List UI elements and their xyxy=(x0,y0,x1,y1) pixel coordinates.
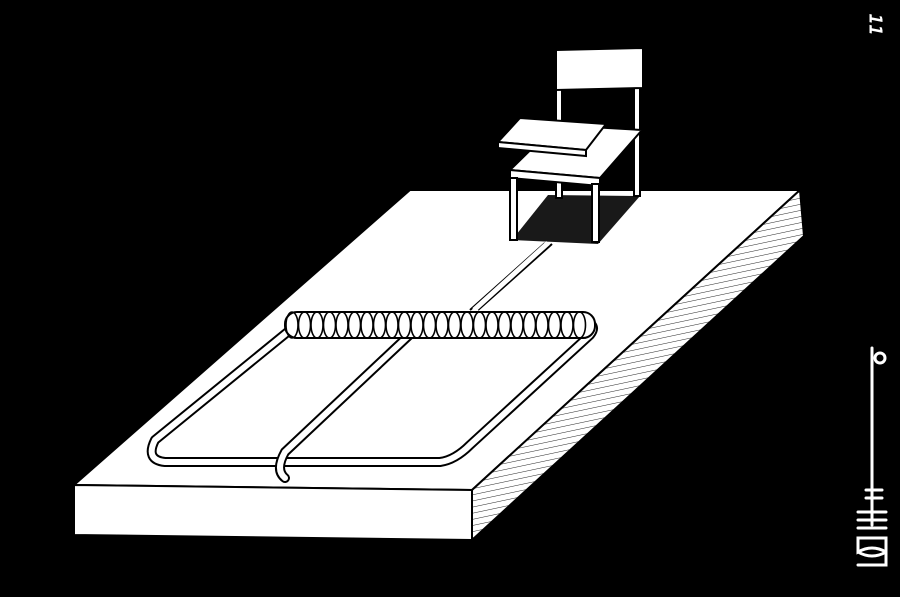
chair-shadow xyxy=(512,195,640,244)
spring-coil xyxy=(284,311,596,339)
coil-turn xyxy=(572,311,587,339)
page-number: 11 xyxy=(864,13,886,36)
artist-signature xyxy=(856,346,888,567)
trap-front-face xyxy=(73,483,473,542)
school-chair xyxy=(495,46,645,243)
